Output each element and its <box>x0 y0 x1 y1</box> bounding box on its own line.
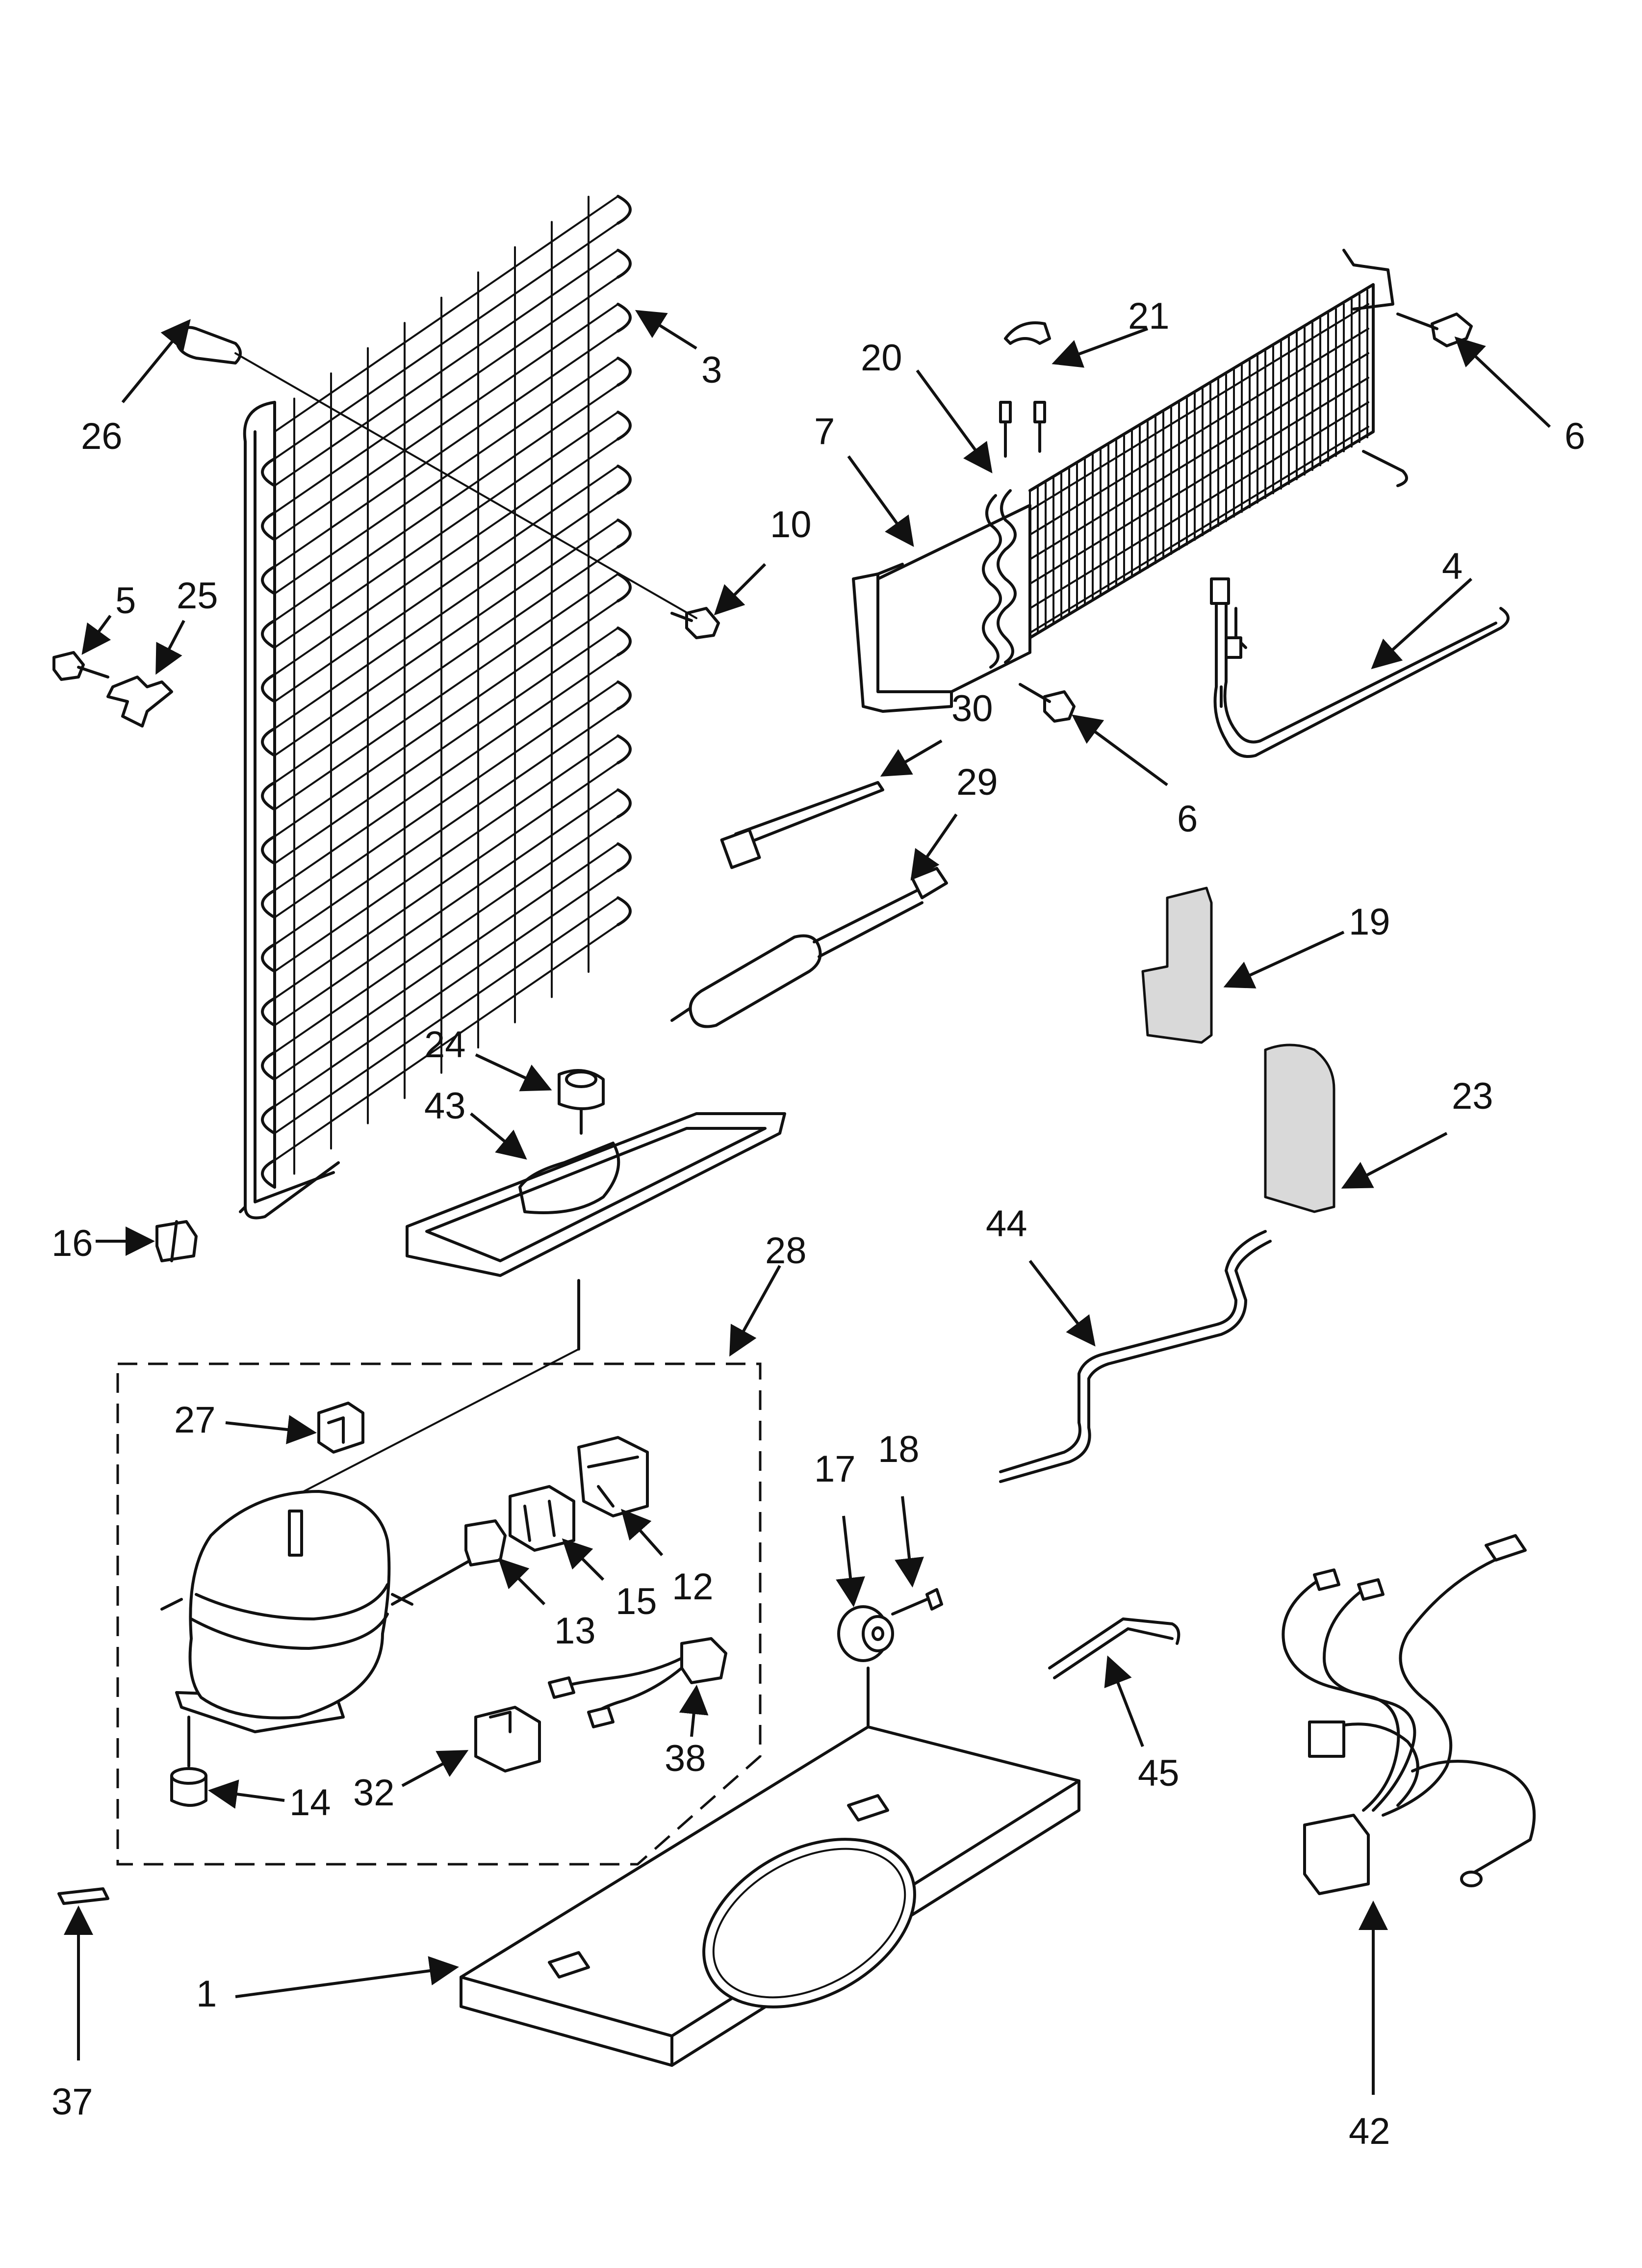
evaporator <box>852 249 1408 713</box>
label-part-6b: 6 <box>1177 798 1198 840</box>
roller-17 <box>837 1605 894 1831</box>
leader-lines <box>64 310 1551 2095</box>
tube-44 <box>999 1230 1272 1483</box>
clip-21 <box>1004 321 1051 345</box>
label-part-37: 37 <box>51 2081 93 2123</box>
label-part-23: 23 <box>1452 1075 1493 1117</box>
harness-38 <box>548 1637 727 1728</box>
grommet-14 <box>170 1716 207 1807</box>
label-part-38: 38 <box>665 1738 706 1779</box>
relay-12 <box>577 1436 649 1517</box>
screw-6b <box>1019 683 1076 723</box>
label-part-12: 12 <box>672 1566 714 1608</box>
screw-10 <box>670 607 720 639</box>
tube-45 <box>1048 1617 1180 1679</box>
label-part-43: 43 <box>424 1085 466 1127</box>
capacitor-32 <box>474 1706 541 1773</box>
wire-harness-42 <box>1282 1534 1536 1895</box>
label-part-1: 1 <box>196 1973 217 2015</box>
bracket-25 <box>106 676 173 728</box>
clip-37 <box>57 1887 109 1905</box>
part-labels: 26 3 10 5 25 7 20 21 6 4 6 30 29 19 23 2… <box>51 295 1585 2152</box>
label-part-19: 19 <box>1349 901 1390 943</box>
label-part-16: 16 <box>51 1223 93 1264</box>
label-part-15: 15 <box>616 1581 657 1622</box>
tie-strap-30 <box>720 781 884 869</box>
label-part-13: 13 <box>554 1610 596 1652</box>
overload-27 <box>317 1402 364 1454</box>
foam-block-23 <box>1264 1043 1335 1213</box>
label-part-7: 7 <box>814 411 835 452</box>
label-part-10: 10 <box>770 504 812 546</box>
label-part-20: 20 <box>861 337 902 379</box>
clip-16 <box>155 1220 198 1262</box>
label-part-5: 5 <box>115 580 136 622</box>
screw-18 <box>891 1588 943 1616</box>
terminal-13 <box>464 1519 507 1566</box>
defrost-heater <box>1210 577 1510 758</box>
label-part-25: 25 <box>177 575 218 617</box>
nut-24 <box>558 1069 605 1135</box>
label-part-6a: 6 <box>1565 416 1585 457</box>
label-part-14: 14 <box>289 1782 331 1824</box>
label-part-28: 28 <box>765 1230 807 1272</box>
label-part-3: 3 <box>701 349 722 391</box>
label-part-17: 17 <box>814 1448 856 1490</box>
compressor-assembly-box <box>116 1348 762 1866</box>
label-part-29: 29 <box>956 761 998 803</box>
label-part-18: 18 <box>878 1429 920 1470</box>
label-part-4: 4 <box>1442 546 1462 587</box>
label-part-45: 45 <box>1138 1752 1180 1794</box>
label-part-30: 30 <box>951 688 993 730</box>
condenser-coil <box>239 195 632 1220</box>
label-part-42: 42 <box>1349 2111 1390 2152</box>
label-part-21: 21 <box>1128 295 1170 337</box>
base-tray <box>460 1725 1080 2067</box>
foam-block-19 <box>1141 886 1213 1044</box>
label-part-24: 24 <box>424 1024 466 1066</box>
label-part-27: 27 <box>174 1399 216 1441</box>
label-part-44: 44 <box>986 1203 1027 1245</box>
drain-pan-43 <box>406 1112 786 1351</box>
label-part-32: 32 <box>353 1772 395 1814</box>
screw-5 <box>52 651 109 681</box>
label-part-26: 26 <box>81 416 123 457</box>
drier-29 <box>670 867 948 1028</box>
compressor <box>160 1490 472 1733</box>
